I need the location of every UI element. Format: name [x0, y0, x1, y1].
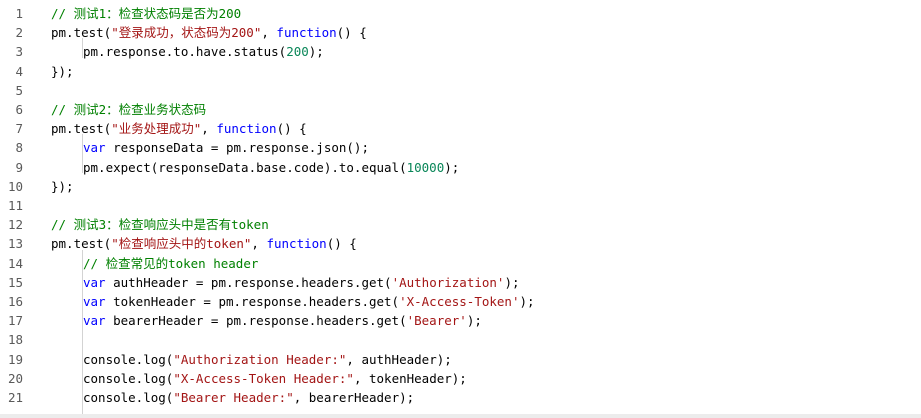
- code-token-plain: });: [51, 63, 74, 79]
- code-token-plain: bearerHeader = pm.response.headers.get(: [105, 313, 407, 329]
- code-token-keyword: var: [83, 313, 106, 329]
- indent-guide-block-3: [82, 249, 83, 418]
- code-token-string: "Bearer Header:": [173, 390, 294, 405]
- code-line[interactable]: console.log("Bearer Header:", bearerHead…: [83, 388, 414, 407]
- code-token-keyword: function: [266, 236, 327, 252]
- code-token-string: "X-Access-Token Header:": [173, 370, 354, 386]
- line-number: 6: [15, 102, 23, 117]
- code-token-plain: console.log(: [83, 390, 174, 405]
- horizontal-scrollbar[interactable]: [0, 414, 921, 418]
- code-token-plain: pm.test(: [51, 121, 112, 137]
- code-line[interactable]: // 测试2：检查业务状态码: [51, 100, 206, 119]
- code-token-comment: // 测试1：检查状态码是否为200: [51, 6, 242, 21]
- code-line[interactable]: console.log("X-Access-Token Header:", to…: [83, 369, 467, 388]
- code-token-plain: () {: [276, 121, 307, 137]
- line-number: 21: [7, 390, 23, 405]
- line-number: 5: [15, 82, 23, 98]
- code-token-plain: });: [51, 178, 74, 194]
- line-number: 15: [7, 274, 23, 290]
- line-number: 11: [7, 198, 23, 213]
- line-number: 4: [15, 63, 23, 79]
- code-token-plain: pm.expect(responseData.base.code).to.equ…: [83, 159, 407, 175]
- code-token-string: "Authorization Header:": [173, 351, 347, 367]
- line-number: 14: [7, 255, 23, 271]
- code-token-plain: pm.response.to.have.status(: [83, 44, 287, 60]
- code-line[interactable]: // 测试1：检查状态码是否为200: [51, 4, 241, 23]
- code-token-plain: );: [308, 44, 324, 60]
- code-line[interactable]: pm.response.to.have.status(200);: [83, 42, 324, 61]
- code-line[interactable]: var bearerHeader = pm.response.headers.g…: [83, 311, 482, 330]
- code-token-number: 10000: [406, 159, 445, 175]
- code-line[interactable]: var authHeader = pm.response.headers.get…: [83, 273, 520, 292]
- code-token-plain: , authHeader);: [346, 351, 452, 367]
- code-token-plain: ,: [261, 25, 277, 41]
- code-token-string: 'X-Access-Token': [399, 294, 520, 309]
- code-token-plain: );: [466, 313, 482, 329]
- line-number: 1: [15, 6, 23, 21]
- code-line[interactable]: });: [51, 62, 74, 81]
- code-token-plain: ,: [201, 121, 217, 137]
- code-token-plain: pm.test(: [51, 25, 112, 41]
- line-number: 16: [7, 294, 23, 309]
- code-line[interactable]: // 检查常见的token header: [83, 254, 258, 273]
- line-number: 7: [15, 121, 23, 137]
- line-number: 12: [7, 217, 23, 233]
- code-token-comment: // 测试2：检查业务状态码: [51, 102, 207, 117]
- line-number: 19: [7, 351, 23, 367]
- code-line[interactable]: var tokenHeader = pm.response.headers.ge…: [83, 292, 535, 311]
- code-token-plain: tokenHeader = pm.response.headers.get(: [105, 294, 400, 309]
- code-line[interactable]: var responseData = pm.response.json();: [83, 138, 369, 157]
- code-token-comment: // 检查常见的token header: [83, 255, 259, 271]
- code-line[interactable]: console.log("Authorization Header:", aut…: [83, 350, 452, 369]
- code-token-plain: authHeader = pm.response.headers.get(: [105, 274, 392, 290]
- code-token-plain: console.log(: [83, 351, 174, 367]
- code-line[interactable]: pm.test("业务处理成功", function() {: [51, 119, 307, 138]
- code-token-plain: );: [519, 294, 535, 309]
- line-number: 17: [7, 313, 23, 329]
- code-line[interactable]: pm.test("登录成功，状态码为200", function() {: [51, 23, 367, 42]
- line-number: 9: [15, 159, 23, 175]
- line-number: 20: [7, 370, 23, 386]
- code-token-string: "业务处理成功": [111, 121, 202, 137]
- line-number: 2: [15, 25, 23, 41]
- code-token-number: 200: [286, 44, 309, 60]
- code-token-plain: () {: [336, 25, 367, 41]
- line-number: 13: [7, 236, 23, 252]
- code-token-plain: );: [444, 159, 460, 175]
- code-token-plain: pm.test(: [51, 236, 112, 252]
- code-token-plain: , tokenHeader);: [353, 370, 467, 386]
- code-token-keyword: var: [83, 294, 106, 309]
- code-line[interactable]: // 测试3：检查响应头中是否有token: [51, 215, 269, 234]
- code-line[interactable]: pm.test("检查响应头中的token", function() {: [51, 234, 357, 253]
- code-token-plain: );: [504, 274, 520, 290]
- code-token-string: 'Bearer': [406, 313, 467, 329]
- code-token-plain: responseData = pm.response.json();: [105, 140, 369, 156]
- line-number: 8: [15, 140, 23, 156]
- line-number: 18: [7, 332, 23, 348]
- indent-guide-block-2: [82, 134, 83, 173]
- code-line[interactable]: pm.expect(responseData.base.code).to.equ…: [83, 158, 459, 177]
- code-token-plain: ,: [251, 236, 267, 252]
- code-token-keyword: function: [276, 25, 337, 41]
- code-token-string: "检查响应头中的token": [111, 236, 252, 252]
- code-token-string: 'Authorization': [391, 274, 505, 290]
- code-token-keyword: var: [83, 140, 106, 156]
- code-token-keyword: var: [83, 274, 106, 290]
- code-token-string: "登录成功，状态码为200": [111, 25, 262, 41]
- line-number: 10: [7, 178, 23, 194]
- code-token-comment: // 测试3：检查响应头中是否有token: [51, 217, 269, 233]
- code-token-keyword: function: [216, 121, 277, 137]
- code-line[interactable]: });: [51, 177, 74, 196]
- code-token-plain: console.log(: [83, 370, 174, 386]
- code-token-plain: () {: [326, 236, 357, 252]
- code-token-plain: , bearerHeader);: [293, 390, 415, 405]
- line-number: 3: [15, 44, 23, 60]
- indent-guide-block-1: [82, 38, 83, 58]
